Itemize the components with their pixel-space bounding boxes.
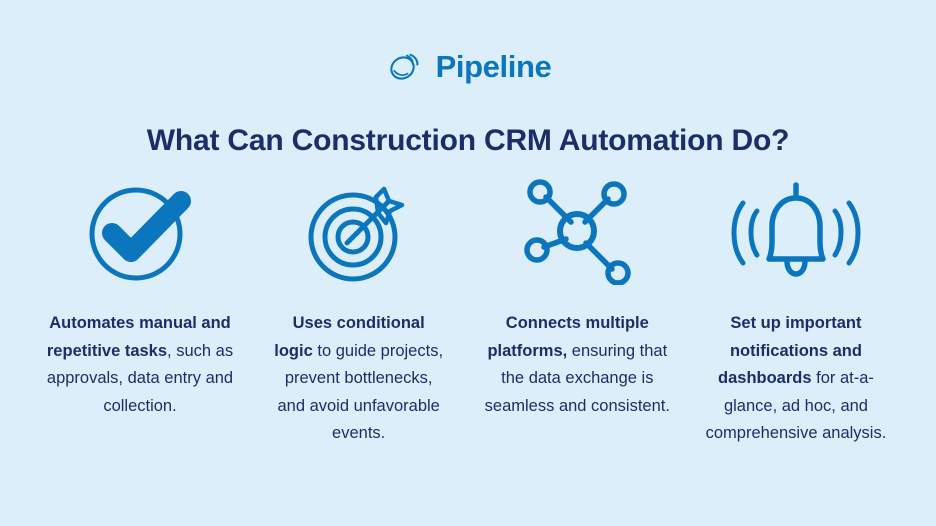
feature-text-bold: Set up important notifications and dashb…: [718, 314, 862, 388]
feature-text: Automates manual and repetitive tasks, s…: [42, 310, 238, 420]
network-hub-icon: [522, 176, 632, 286]
feature-text: Set up important notifications and dashb…: [696, 310, 896, 448]
feature-column-conditional-logic: Uses conditional logic to guide projects…: [255, 176, 463, 448]
feature-text-rest: ensuring that the data exchange is seaml…: [484, 341, 670, 415]
feature-text-bold: Uses conditional logic: [274, 314, 425, 360]
page-title: What Can Construction CRM Automation Do?: [146, 124, 790, 158]
feature-text-bold: Automates manual and repetitive tasks: [46, 314, 231, 360]
ringing-bell-icon: [731, 176, 861, 286]
feature-columns: Automates manual and repetitive tasks, s…: [36, 176, 900, 448]
feature-column-notifications: Set up important notifications and dashb…: [692, 176, 900, 448]
feature-text: Uses conditional logic to guide projects…: [270, 310, 448, 448]
feature-text-rest: to guide projects, prevent bottlenecks, …: [277, 341, 444, 443]
feature-text-rest: , such as approvals, data entry and coll…: [46, 341, 234, 415]
feature-column-connects-platforms: Connects multiple platforms, ensuring th…: [473, 176, 681, 420]
feature-column-automates: Automates manual and repetitive tasks, s…: [36, 176, 244, 420]
feature-text-rest: for at-a-glance, ad hoc, and comprehensi…: [705, 369, 887, 443]
brand-name: Pipeline: [435, 48, 552, 84]
feature-text: Connects multiple platforms, ensuring th…: [479, 310, 675, 420]
brand-lockup: Pipeline: [0, 46, 936, 86]
target-arrow-icon: [305, 176, 413, 286]
check-circle-icon: [84, 176, 196, 286]
feature-text-bold: Connects multiple platforms,: [487, 314, 649, 360]
pipeline-swirl-logo-icon: [385, 46, 425, 86]
